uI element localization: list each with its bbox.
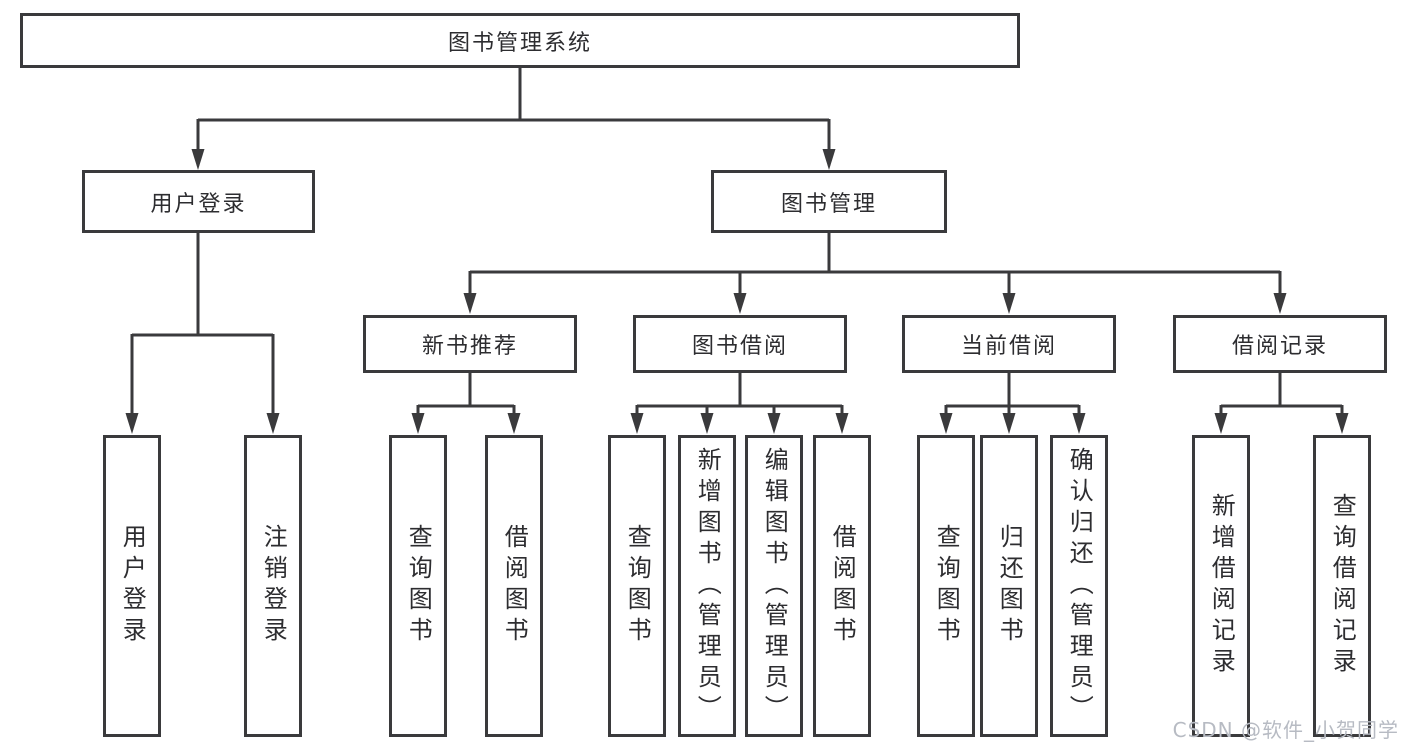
node-label: 图书借阅 — [691, 334, 788, 359]
leaf-label: 查询图书 — [623, 524, 652, 648]
leaf-logout: 注销登录 — [244, 435, 302, 737]
leaf-query-books-recommend: 查询图书 — [389, 435, 447, 737]
leaf-label: 用户登录 — [118, 524, 147, 648]
csdn-watermark: CSDN @软件_小贺同学 — [1172, 718, 1399, 742]
node-label: 用户登录 — [150, 191, 247, 217]
node-label: 新书推荐 — [421, 334, 518, 359]
leaf-label: 查询图书 — [932, 524, 961, 648]
leaf-label: 归还图书 — [995, 524, 1024, 648]
leaf-add-books-admin: 新增图书（管理员） — [678, 435, 736, 737]
leaf-edit-books-admin: 编辑图书（管理员） — [745, 435, 803, 737]
leaf-add-borrow-record: 新增借阅记录 — [1192, 435, 1250, 737]
leaf-query-books-current: 查询图书 — [917, 435, 975, 737]
node-current-borrowing: 当前借阅 — [902, 315, 1116, 373]
node-new-book-recommendation: 新书推荐 — [363, 315, 577, 373]
leaf-label: 借阅图书 — [500, 524, 529, 648]
leaf-label: 借阅图书 — [828, 524, 857, 648]
leaf-label: 确认归还（管理员） — [1065, 446, 1094, 726]
leaf-borrow-books-recommend: 借阅图书 — [485, 435, 543, 737]
leaf-query-borrow-record: 查询借阅记录 — [1313, 435, 1371, 737]
node-book-management-branch: 图书管理 — [711, 170, 947, 233]
node-library-management-system: 图书管理系统 — [20, 13, 1020, 68]
node-borrowing-records: 借阅记录 — [1173, 315, 1387, 373]
node-label: 图书管理 — [780, 191, 877, 217]
leaf-user-login: 用户登录 — [103, 435, 161, 737]
leaf-label: 新增借阅记录 — [1207, 493, 1236, 679]
node-label: 当前借阅 — [960, 334, 1057, 359]
leaf-label: 编辑图书（管理员） — [760, 446, 789, 726]
node-book-borrowing: 图书借阅 — [633, 315, 847, 373]
leaf-label: 注销登录 — [259, 524, 288, 648]
node-label: 借阅记录 — [1231, 334, 1328, 359]
node-user-login-branch: 用户登录 — [82, 170, 315, 233]
leaf-label: 新增图书（管理员） — [693, 446, 722, 726]
leaf-confirm-return-admin: 确认归还（管理员） — [1050, 435, 1108, 737]
leaf-query-books-borrowing: 查询图书 — [608, 435, 666, 737]
leaf-return-books: 归还图书 — [980, 435, 1038, 737]
leaf-borrow-books: 借阅图书 — [813, 435, 871, 737]
node-label: 图书管理系统 — [447, 30, 592, 56]
leaf-label: 查询图书 — [404, 524, 433, 648]
leaf-label: 查询借阅记录 — [1328, 493, 1357, 679]
